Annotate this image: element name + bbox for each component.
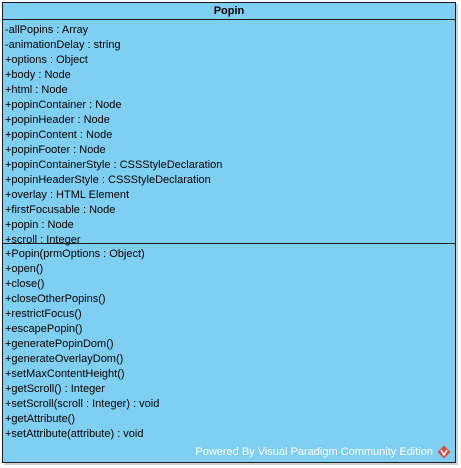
operation-row: +setAttribute(attribute) : void	[5, 428, 144, 440]
class-name: Popin	[3, 3, 455, 20]
attribute-row: -animationDelay : string	[5, 39, 121, 51]
operation-row: +getScroll() : Integer	[5, 383, 105, 395]
attribute-row: +popinContainer : Node	[5, 99, 122, 111]
attributes-compartment: -allPopins : Array -animationDelay : str…	[3, 20, 455, 246]
operation-row: +getAttribute()	[5, 413, 76, 425]
attribute-row: +overlay : HTML Element	[5, 189, 129, 201]
attribute-row: +html : Node	[5, 84, 68, 96]
attribute-row: +popin : Node	[5, 219, 74, 231]
attribute-row: +scroll : Integer	[5, 234, 81, 246]
operation-row: +escapePopin()	[5, 323, 83, 335]
operation-row: +setScroll(scroll : Integer) : void	[5, 398, 160, 410]
attribute-row: +popinContent : Node	[5, 129, 113, 141]
attribute-row: -allPopins : Array	[5, 24, 89, 36]
attribute-row: +firstFocusable : Node	[5, 204, 116, 216]
attribute-row: +body : Node	[5, 69, 71, 81]
attribute-row: +popinContainerStyle : CSSStyleDeclarati…	[5, 159, 223, 171]
operation-row: +close()	[5, 278, 45, 290]
operation-row: +generatePopinDom()	[5, 338, 114, 350]
attribute-row: +popinHeader : Node	[5, 114, 110, 126]
powered-by-text: Powered By Visual Paradigm Community Edi…	[195, 446, 433, 458]
attribute-row: +popinHeaderStyle : CSSStyleDeclaration	[5, 174, 211, 186]
uml-class-box[interactable]: Popin -allPopins : Array -animationDelay…	[2, 2, 456, 463]
operation-row: +setMaxContentHeight()	[5, 368, 125, 380]
operation-row: +Popin(prmOptions : Object)	[5, 248, 145, 260]
attribute-row: +options : Object	[5, 54, 88, 66]
visual-paradigm-logo-icon	[437, 445, 451, 459]
powered-by-footer: Powered By Visual Paradigm Community Edi…	[195, 445, 451, 459]
attribute-row: +popinFooter : Node	[5, 144, 106, 156]
operation-row: +open()	[5, 263, 44, 275]
operations-compartment: +Popin(prmOptions : Object) +open() +clo…	[3, 244, 455, 442]
operation-row: +closeOtherPopins()	[5, 293, 106, 305]
operation-row: +generateOverlayDom()	[5, 353, 124, 365]
operation-row: +restrictFocus()	[5, 308, 82, 320]
